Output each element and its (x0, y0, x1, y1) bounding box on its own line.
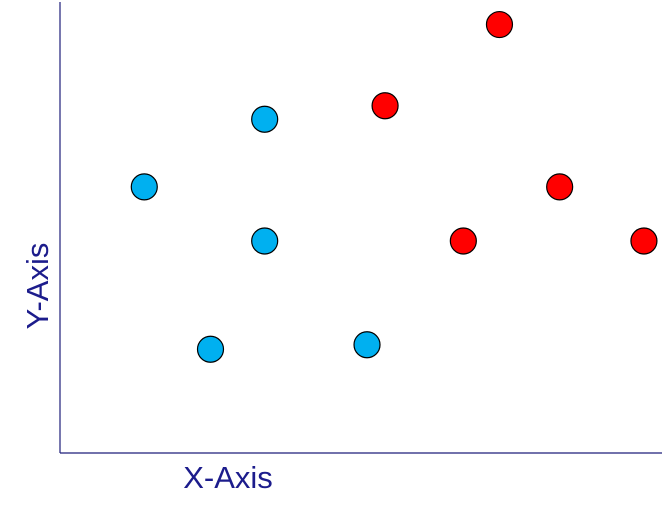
data-point-series-2-5 (630, 227, 658, 255)
data-point-series-2-2 (371, 92, 399, 120)
y-axis-label: Y-Axis (20, 243, 55, 330)
data-points (130, 10, 658, 363)
data-point-series-2-4 (449, 227, 477, 255)
data-point-series-1-3 (251, 227, 279, 255)
data-point-series-1-4 (196, 335, 225, 363)
data-point-series-1-1 (130, 173, 158, 201)
data-point-series-1-2 (251, 105, 279, 133)
data-point-series-2-1 (485, 10, 514, 39)
x-axis-label: X-Axis (183, 460, 273, 495)
data-point-series-2-3 (546, 173, 574, 201)
data-point-series-1-5 (353, 331, 381, 359)
axes (59, 2, 662, 454)
